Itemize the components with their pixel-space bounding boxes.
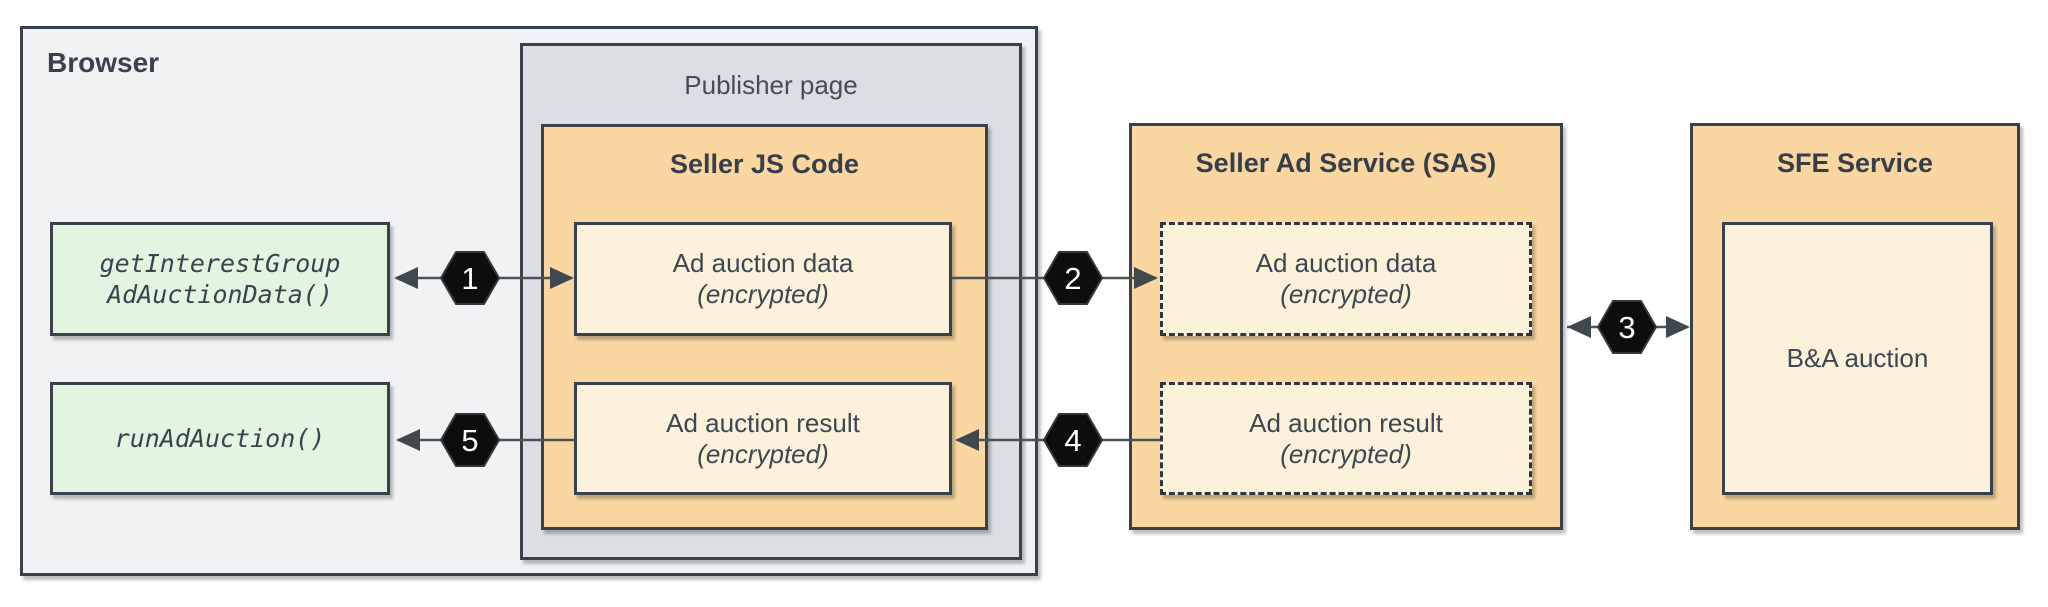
ba-auction-box: B&A auction	[1722, 222, 1993, 495]
box-label-line1: Ad auction result	[1249, 407, 1443, 438]
box-label-line1: Ad auction result	[666, 407, 860, 438]
hexagon-badge-icon	[1596, 300, 1658, 354]
seller-js-code-container: Seller JS Code Ad auction data (encrypte…	[541, 124, 988, 530]
arrowhead-left-badge3	[1567, 316, 1591, 338]
browser-title: Browser	[47, 47, 160, 78]
arrowhead-right-badge3	[1666, 316, 1690, 338]
publisher-page-title: Publisher page	[684, 70, 858, 100]
box-label: B&A auction	[1786, 343, 1929, 373]
ad-auction-result-box: Ad auction result (encrypted)	[574, 382, 952, 495]
seller-js-code-title: Seller JS Code	[669, 149, 860, 179]
step-number: 3	[1618, 310, 1635, 345]
box-label-line1: Ad auction data	[672, 248, 854, 278]
seller-ad-service-title: Seller Ad Service (SAS)	[1195, 148, 1497, 178]
api-call-line2: AdAuctionData()	[107, 280, 333, 309]
ad-auction-data-box: Ad auction data (encrypted)	[574, 222, 952, 336]
seller-ad-service-container: Seller Ad Service (SAS) Ad auction data …	[1129, 123, 1563, 530]
api-call-line1: runAdAuction()	[114, 424, 326, 453]
step-badge-2: 2	[1042, 251, 1104, 305]
hexagon-badge-icon	[1042, 251, 1104, 305]
sfe-service-title: SFE Service	[1776, 148, 1934, 178]
box-label-line2: (encrypted)	[1280, 279, 1412, 309]
run-ad-auction-box: runAdAuction()	[50, 382, 390, 495]
box-label-line2: (encrypted)	[1280, 438, 1412, 469]
sas-ad-auction-result-box: Ad auction result (encrypted)	[1160, 382, 1532, 495]
sas-ad-auction-data-box: Ad auction data (encrypted)	[1160, 222, 1532, 336]
box-label-line2: (encrypted)	[697, 279, 829, 309]
step-number: 2	[1064, 261, 1081, 296]
publisher-page-container: Publisher page Seller JS Code Ad auction…	[520, 43, 1022, 560]
box-label-line2: (encrypted)	[697, 438, 829, 469]
sfe-service-container: SFE Service B&A auction	[1690, 123, 2020, 530]
api-call-line1: getInterestGroup	[99, 249, 341, 278]
step-badge-4: 4	[1042, 413, 1104, 467]
step-number: 4	[1064, 423, 1081, 458]
step-badge-3: 3	[1596, 300, 1658, 354]
get-interest-group-ad-auction-data-box: getInterestGroup AdAuctionData()	[50, 222, 390, 336]
hexagon-badge-icon	[1042, 413, 1104, 467]
box-label-line1: Ad auction data	[1255, 248, 1437, 278]
browser-container: Browser getInterestGroup AdAuctionData()…	[20, 26, 1038, 576]
